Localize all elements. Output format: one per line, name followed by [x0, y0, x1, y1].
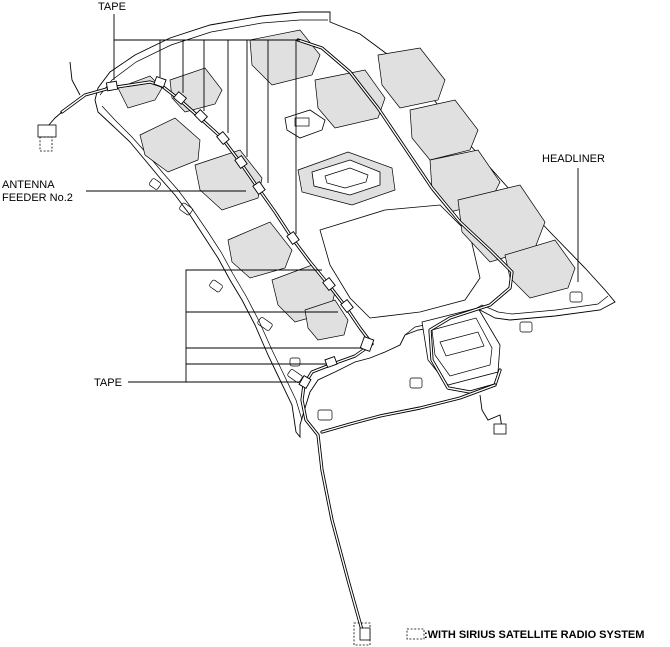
hole-6	[409, 377, 423, 389]
legend-dashed-box	[406, 628, 425, 640]
center-panel-mid	[314, 69, 386, 129]
left-panel-5	[304, 299, 349, 341]
center-panel-top	[249, 29, 321, 86]
rear-connector-wire	[479, 394, 503, 429]
hole-8	[569, 291, 583, 303]
tape-12	[324, 355, 338, 369]
tape-3	[172, 91, 188, 105]
hole-3	[257, 317, 273, 331]
front-connector-lead	[69, 61, 81, 96]
legend-text: :WITH SIRIUS SATELLITE RADIO SYSTEM	[424, 629, 644, 641]
overhead-console-inner	[324, 167, 369, 189]
headliner-front-edge	[99, 19, 328, 96]
tape-9	[322, 276, 336, 292]
hole-7	[519, 321, 533, 333]
label-headliner: HEADLINER	[542, 153, 605, 165]
rear-box-inner	[431, 317, 493, 377]
overhead-console	[311, 159, 381, 196]
tape-10	[340, 298, 354, 314]
tape-4	[193, 108, 209, 124]
dome-light-lens	[294, 117, 310, 127]
label-tape-bottom: TAPE	[94, 377, 122, 389]
hole-2	[209, 279, 223, 293]
rear-connector	[493, 423, 507, 435]
sunroof-area	[319, 204, 481, 319]
front-connector-sirius	[39, 136, 53, 152]
hole-9	[149, 178, 161, 190]
tape-6	[234, 154, 248, 170]
hole-4	[287, 369, 303, 383]
tape-top-leaders	[113, 14, 300, 234]
tape-13	[298, 375, 312, 389]
tape-2	[153, 75, 167, 89]
tape-11	[359, 336, 375, 352]
left-panel-7	[169, 67, 223, 113]
tape-bottom-leaders	[128, 269, 362, 383]
tapes	[105, 75, 375, 389]
tape-5	[216, 130, 230, 146]
tape-7	[252, 180, 266, 196]
rear-box-slot	[439, 331, 485, 357]
hole-10	[289, 357, 301, 367]
hole-5	[317, 409, 333, 421]
tape-1	[105, 80, 119, 92]
hole-1	[179, 202, 193, 216]
bottom-connector	[359, 627, 371, 641]
right-panel-1	[377, 47, 446, 109]
right-panel-2	[409, 99, 479, 161]
left-panel-1	[139, 117, 201, 173]
headliner-inner-edge	[101, 105, 303, 421]
dome-light	[284, 109, 326, 139]
label-tape-top: TAPE	[98, 1, 126, 13]
tape-8	[286, 230, 300, 246]
left-panel-3	[227, 221, 293, 279]
label-antenna-line2: FEEDER No.2	[2, 192, 73, 204]
label-antenna-line1: ANTENNA	[2, 179, 55, 191]
front-connector	[37, 124, 57, 138]
